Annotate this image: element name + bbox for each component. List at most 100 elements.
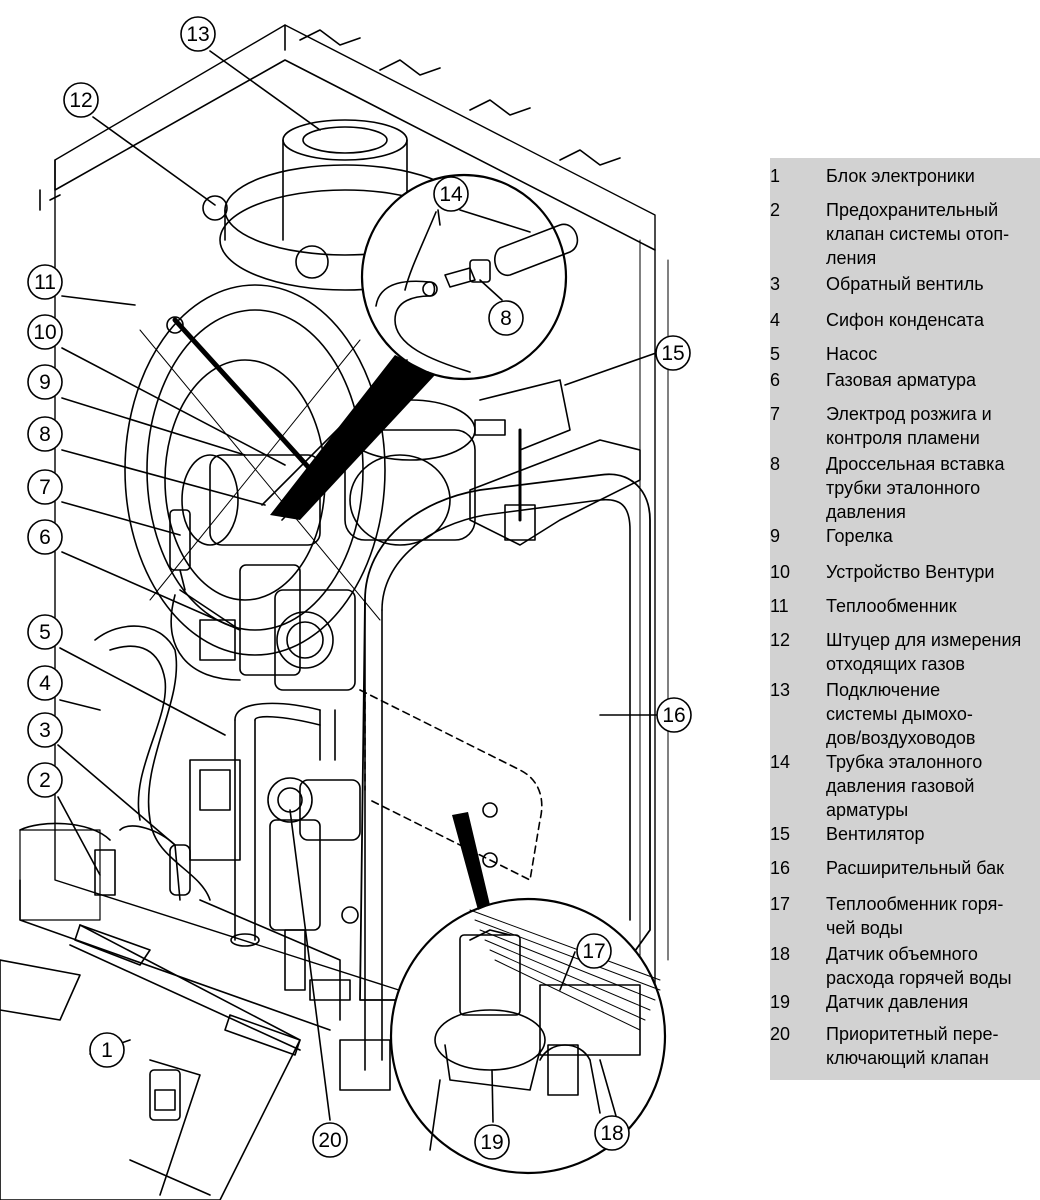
legend-text: Сифон конденсата: [826, 310, 984, 330]
legend-number: 15: [770, 824, 791, 844]
callout-number: 13: [186, 23, 209, 46]
callout-1: 1: [89, 1032, 125, 1068]
callout-10: 10: [27, 314, 63, 350]
callout-number: 8: [500, 307, 512, 330]
legend-number: 19: [770, 992, 791, 1012]
legend-number: 8: [770, 454, 781, 474]
legend-number: 20: [770, 1024, 791, 1044]
legend-text: Блок электроники: [826, 166, 975, 186]
callout-circle: [474, 1124, 510, 1160]
legend-number: 11: [770, 596, 789, 616]
callout-number: 4: [39, 672, 51, 695]
callout-number: 19: [480, 1131, 503, 1154]
legend-text: Газовая арматура: [826, 370, 977, 390]
callout-7: 7: [27, 469, 63, 505]
callout-circle: [27, 614, 63, 650]
dhw-exchanger-dashed: [359, 689, 543, 881]
callout-number: 7: [39, 476, 51, 499]
legend-text: Теплообменник: [826, 596, 957, 616]
callout-circle: [656, 697, 692, 733]
callout-circle: [27, 364, 63, 400]
callout-number: 14: [439, 183, 463, 206]
legend-text: Трубка эталонного давления газовой армат…: [826, 752, 983, 820]
callout-number: 18: [600, 1122, 623, 1145]
gas-valve: [170, 564, 356, 691]
diverter-valve: [267, 777, 361, 991]
legend-number: 2: [770, 200, 781, 220]
legend-text: Электрод розжига и контроля пламени: [826, 404, 992, 448]
callout-circle: [312, 1122, 348, 1158]
callout-5: 5: [27, 614, 63, 650]
callout-3: 3: [27, 712, 63, 748]
legend-text: Дроссельная вставка трубки эталонного да…: [826, 454, 1005, 522]
legend-number: 3: [770, 274, 781, 294]
callout-number: 1: [101, 1039, 113, 1062]
expansion-tank: [339, 428, 651, 1091]
callout-number: 10: [33, 321, 56, 344]
callout-19: 19: [474, 1124, 510, 1160]
callout-circle: [488, 300, 524, 336]
callout-circle: [180, 16, 216, 52]
callout-circle: [27, 416, 63, 452]
legend-text: Датчик объемного расхода горячей воды: [826, 944, 1012, 988]
legend-text: Горелка: [826, 526, 893, 546]
callout-9: 9: [27, 364, 63, 400]
legend-text: Приоритетный пере- ключающий клапан: [826, 1024, 999, 1068]
legend-number: 17: [770, 894, 791, 914]
callout-number: 16: [662, 704, 685, 727]
callout-2: 2: [27, 762, 63, 798]
callout-circle: [433, 176, 469, 212]
callout-17: 17: [576, 933, 612, 969]
callout-circle: [27, 469, 63, 505]
callout-13: 13: [180, 16, 216, 52]
callout-6: 6: [27, 519, 63, 555]
leader-lines: [57, 50, 658, 1123]
callout-20: 20: [312, 1122, 348, 1158]
legend-number: 14: [770, 752, 791, 772]
legend-number: 5: [770, 344, 781, 364]
magnifier-lower: [389, 812, 667, 1175]
callout-number: 9: [39, 371, 51, 394]
legend-text: Обратный вентиль: [826, 274, 984, 294]
legend-text: Датчик давления: [826, 992, 969, 1012]
callout-12: 12: [63, 82, 99, 118]
callout-14: 14: [433, 176, 469, 212]
callout-circle: [27, 762, 63, 798]
callout-circle: [27, 712, 63, 748]
legend-number: 18: [770, 944, 791, 964]
legend-text: Насос: [826, 344, 878, 364]
callout-circle: [27, 264, 63, 300]
legend-number: 16: [770, 858, 791, 878]
callout-8: 8: [488, 300, 524, 336]
electronics-box: [0, 924, 301, 1200]
lower-fixtures: [19, 879, 359, 1031]
callout-number: 5: [39, 621, 51, 644]
legend-text: Штуцер для измерения отходящих газов: [826, 630, 1022, 674]
legend-text: Устройство Вентури: [826, 562, 995, 582]
callout-8: 8: [27, 416, 63, 452]
callout-18: 18: [594, 1115, 630, 1151]
legend-number: 6: [770, 370, 781, 390]
legend-number: 13: [770, 680, 791, 700]
pipework: [19, 625, 336, 947]
callout-number: 6: [39, 526, 51, 549]
legend-text: Вентилятор: [826, 824, 925, 844]
callout-circle: [63, 82, 99, 118]
callout-number: 3: [39, 719, 51, 742]
callout-number: 15: [661, 342, 684, 365]
callout-circle: [27, 519, 63, 555]
callout-circle: [89, 1032, 125, 1068]
callout-circle: [27, 665, 63, 701]
callout-15: 15: [655, 335, 691, 371]
legend-number: 9: [770, 526, 781, 546]
callout-number: 2: [39, 769, 51, 792]
legend-number: 12: [770, 630, 791, 650]
callout-circle: [27, 314, 63, 350]
legend-text: Подключение системы дымохо- дов/воздухов…: [826, 680, 976, 748]
callout-4: 4: [27, 665, 63, 701]
legend-text: Расширительный бак: [826, 858, 1005, 878]
ignition-electrode: [169, 509, 191, 591]
